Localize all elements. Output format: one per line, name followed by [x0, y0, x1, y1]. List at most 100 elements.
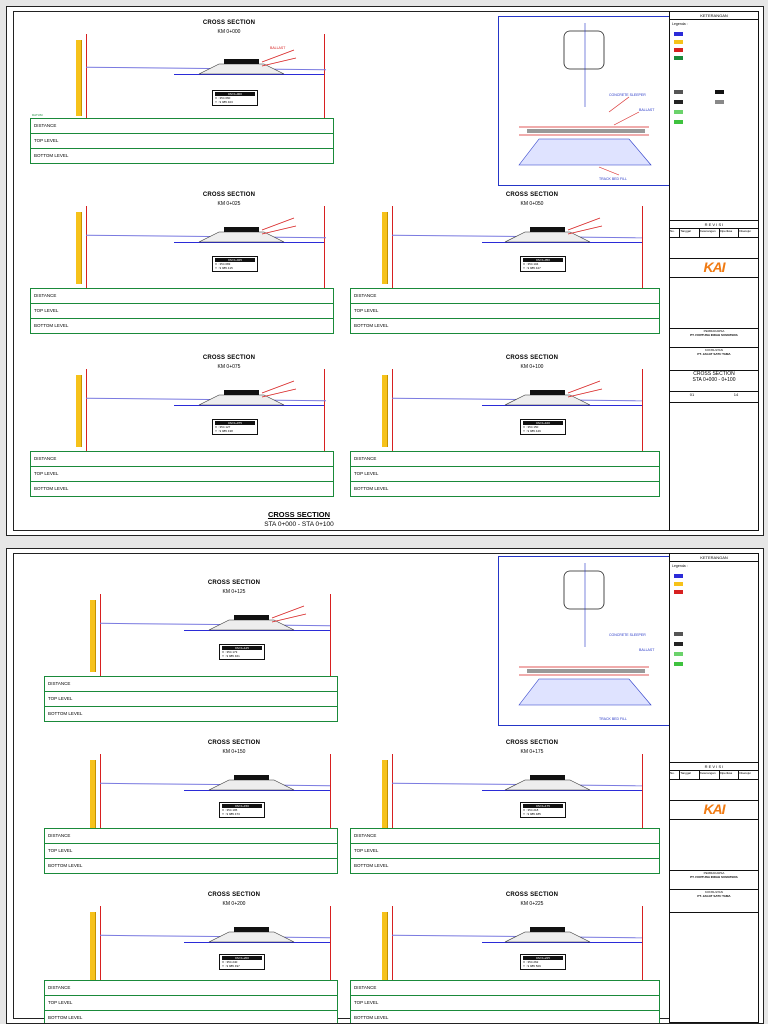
boundary-line-right [324, 369, 325, 491]
rev-col-no: No. [670, 229, 681, 237]
row-top-level: TOP LEVEL [34, 308, 59, 313]
boundary-line-left [100, 906, 101, 1022]
label-sleeper: CONCRETE SLEEPER [609, 633, 646, 637]
level-ruler [90, 600, 96, 672]
legend-swatch-mid [715, 100, 724, 104]
section-title: CROSS SECTION [207, 580, 261, 586]
pemrakarsa-block: PEMRAKARSA PT. FORTUNA INDAH SUMATERA [670, 329, 758, 348]
rev-col-approved: Disetujui [739, 771, 751, 775]
track-embankment [198, 380, 297, 406]
boundary-line-left [86, 369, 87, 491]
kai-logo-text: KAI [703, 259, 725, 275]
row-bottom-level: BOTTOM LEVEL [34, 153, 69, 158]
legend-title: Legenda : [672, 564, 688, 568]
design-level-line [482, 942, 642, 943]
boundary-line-left [392, 754, 393, 870]
boundary-line-left [392, 906, 393, 1022]
typical-detail-panel: CONCRETE SLEEPER BALLAST TRACK BED FILL [498, 16, 672, 186]
legend-swatch-gray [674, 90, 683, 94]
sheet-total: 14 [733, 392, 739, 397]
company-konsultan: PT. JAGAT SATU TAMA [697, 894, 731, 898]
row-bottom-level: BOTTOM LEVEL [354, 1015, 389, 1020]
row-top-level: TOP LEVEL [354, 848, 379, 853]
label-trackbed: TRACK BED FILL [599, 177, 627, 181]
track-embankment [198, 217, 297, 243]
kai-logo-text: KAI [703, 801, 725, 817]
track-embankment [208, 927, 295, 943]
row-distance: DISTANCE [34, 293, 57, 298]
legend-section: Legenda : [670, 20, 758, 221]
row-distance: DISTANCE [48, 833, 71, 838]
row-distance: DISTANCE [354, 293, 377, 298]
legend-swatch-red [674, 48, 683, 52]
section-data-table: DISTANCE TOP LEVEL BOTTOM LEVEL [350, 451, 660, 497]
row-top-level: TOP LEVEL [354, 471, 379, 476]
pemrakarsa-label: PEMRAKARSA [703, 871, 725, 875]
sheet-number: 01 [689, 392, 695, 397]
row-top-level: TOP LEVEL [48, 696, 73, 701]
legend-swatch-green2 [674, 120, 683, 124]
boundary-line-right [324, 206, 325, 328]
row-top-level: TOP LEVEL [34, 471, 59, 476]
rev-col-desc: Keterangan [700, 229, 720, 237]
section-station: KM 0+125 [222, 589, 246, 595]
design-level-line [174, 242, 324, 243]
title-block: KETERANGAN Legenda : R E V I S I No. Tan… [669, 553, 759, 1023]
row-top-level: TOP LEVEL [354, 308, 379, 313]
design-level-line [482, 790, 642, 791]
row-bottom-level: BOTTOM LEVEL [48, 711, 83, 716]
legend-swatch-dark [674, 642, 683, 646]
legend-section: Legenda : [670, 562, 758, 763]
section-data-table: DISTANCE TOP LEVEL BOTTOM LEVEL [350, 828, 660, 874]
section-title: CROSS SECTION [202, 355, 256, 361]
row-distance: DISTANCE [354, 833, 377, 838]
boundary-line-right [642, 906, 643, 1022]
row-top-level: TOP LEVEL [48, 848, 73, 853]
section-data-table: DISTANCE TOP LEVEL BOTTOM LEVEL [30, 451, 334, 497]
rev-col-date: Tanggal [680, 229, 700, 237]
row-top-level: TOP LEVEL [354, 1000, 379, 1005]
row-distance: DISTANCE [354, 456, 377, 461]
section-station: KM 0+225 [520, 901, 544, 907]
level-ruler [76, 40, 82, 116]
company-konsultan: PT. JAGAT SATU TAMA [697, 352, 731, 356]
revision-header: R E V I S I [670, 221, 758, 229]
kai-logo: KAI [670, 801, 758, 820]
level-ruler [90, 760, 96, 830]
section-title: CROSS SECTION [505, 892, 559, 898]
konsultan-block: KONSULTAN PT. JAGAT SATU TAMA [670, 348, 758, 371]
section-title: CROSS SECTION [505, 355, 559, 361]
design-level-line [482, 242, 642, 243]
legend-swatch-red [674, 590, 683, 594]
tb-drawing-sub: STA 0+000 - 0+100 [692, 377, 736, 383]
section-data-table: DISTANCE TOP LEVEL BOTTOM LEVEL [44, 980, 338, 1023]
boundary-line-right [642, 754, 643, 870]
section-station: KM 0+100 [520, 364, 544, 370]
row-top-level: TOP LEVEL [48, 1000, 73, 1005]
track-detail-drawing: CONCRETE SLEEPER BALLAST TRACK BED FILL [518, 23, 655, 181]
section-title: CROSS SECTION [207, 892, 261, 898]
level-ruler [382, 912, 388, 982]
boundary-line-left [86, 206, 87, 328]
section-data-table: DISTANCE TOP LEVEL BOTTOM LEVEL [44, 676, 338, 722]
rev-col-date: Tanggal [680, 771, 700, 779]
legend-swatch-gray [674, 632, 683, 636]
keterangan-header: KETERANGAN [670, 12, 758, 20]
row-distance: DISTANCE [354, 985, 377, 990]
track-detail-drawing: CONCRETE SLEEPER BALLAST TRACK BED FILL [518, 563, 655, 721]
boundary-line-left [100, 754, 101, 870]
